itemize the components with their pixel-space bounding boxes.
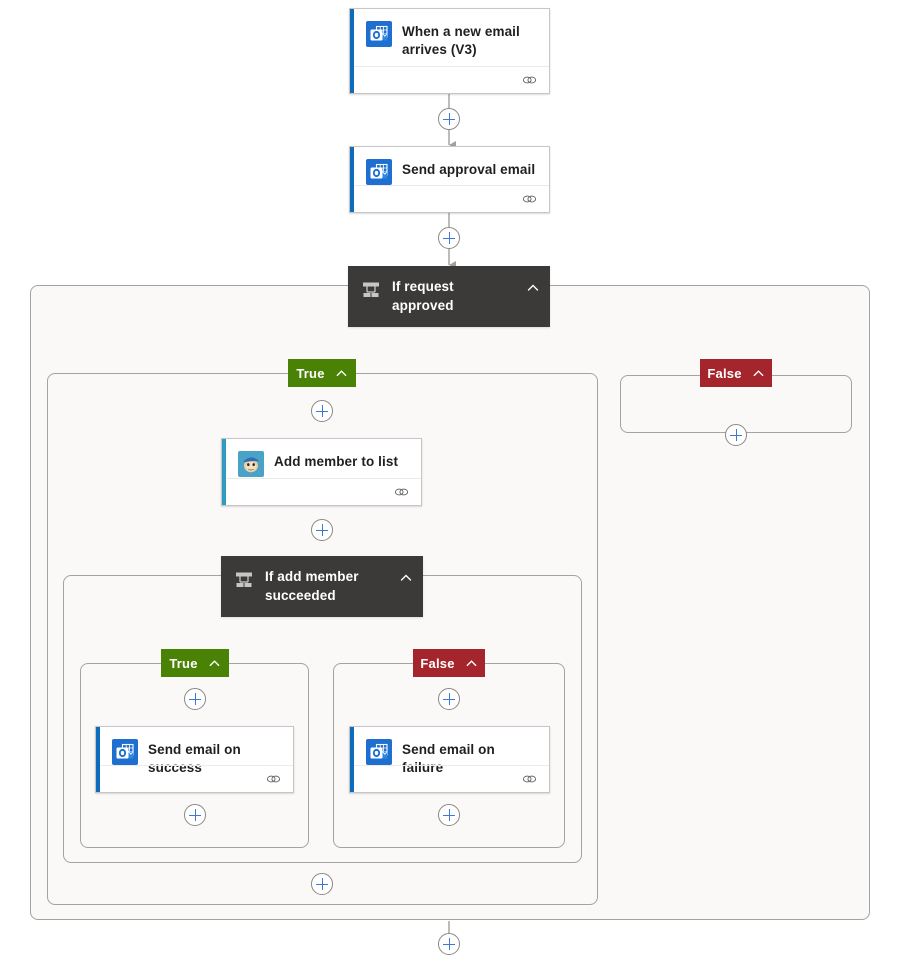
card-send-approval-email[interactable]: Send approval email [349, 146, 550, 213]
link-icon[interactable] [266, 773, 281, 785]
card-title: Send approval email [402, 162, 536, 177]
add-button-after-trigger[interactable] [438, 108, 460, 130]
add-button-outer-true-bottom[interactable] [311, 873, 333, 895]
card-title: Send email on success [148, 742, 241, 775]
condition-icon [363, 282, 379, 297]
add-button-after-condition[interactable] [438, 933, 460, 955]
add-button-after-send-approval[interactable] [438, 227, 460, 249]
condition-title: If request approved [392, 279, 454, 313]
card-title: When a new email arrives (V3) [402, 24, 520, 57]
branch-badge-inner-true[interactable]: True [161, 649, 229, 677]
mailchimp-icon [238, 451, 264, 477]
card-footer [354, 765, 549, 792]
card-send-email-on-failure[interactable]: Send email on failure [349, 726, 550, 793]
branch-label: False [420, 655, 455, 671]
branch-badge-outer-false[interactable]: False [700, 359, 772, 387]
branch-label: True [169, 655, 198, 671]
card-accent-bar [350, 727, 354, 792]
add-button-inner-true-top[interactable] [184, 688, 206, 710]
branch-badge-inner-false[interactable]: False [413, 649, 485, 677]
card-footer [354, 185, 549, 212]
link-icon[interactable] [522, 773, 537, 785]
outlook-icon [366, 21, 392, 47]
condition-header-if-request-approved[interactable]: If request approved [348, 266, 550, 327]
card-title: Add member to list [274, 454, 399, 469]
add-button-after-add-member[interactable] [311, 519, 333, 541]
outlook-icon [366, 159, 392, 185]
link-icon[interactable] [394, 486, 409, 498]
chevron-up-icon[interactable] [335, 367, 348, 380]
card-send-email-on-success[interactable]: Send email on success [95, 726, 294, 793]
branch-label: True [296, 365, 325, 381]
card-when-a-new-email-arrives[interactable]: When a new email arrives (V3) [349, 8, 550, 94]
card-footer [226, 478, 421, 505]
chevron-up-icon[interactable] [399, 571, 413, 585]
card-accent-bar [222, 439, 226, 505]
chevron-up-icon[interactable] [752, 367, 765, 380]
outlook-icon [366, 739, 392, 765]
condition-icon [236, 572, 252, 587]
add-button-inner-false-bottom[interactable] [438, 804, 460, 826]
card-title: Send email on failure [402, 742, 495, 775]
chevron-up-icon[interactable] [526, 281, 540, 295]
chevron-up-icon[interactable] [465, 657, 478, 670]
branch-badge-outer-true[interactable]: True [288, 359, 356, 387]
add-button-inner-false-top[interactable] [438, 688, 460, 710]
add-button-inner-true-bottom[interactable] [184, 804, 206, 826]
link-icon[interactable] [522, 74, 537, 86]
link-icon[interactable] [522, 193, 537, 205]
add-button-outer-true-top[interactable] [311, 400, 333, 422]
card-accent-bar [96, 727, 100, 792]
chevron-up-icon[interactable] [208, 657, 221, 670]
condition-title: If add member succeeded [265, 569, 359, 603]
condition-header-if-add-member-succeeded[interactable]: If add member succeeded [221, 556, 423, 617]
card-add-member-to-list[interactable]: Add member to list [221, 438, 422, 506]
card-footer [354, 66, 549, 93]
add-button-outer-false-branch[interactable] [725, 424, 747, 446]
card-accent-bar [350, 9, 354, 93]
branch-label: False [707, 365, 742, 381]
card-accent-bar [350, 147, 354, 212]
card-footer [100, 765, 293, 792]
outlook-icon [112, 739, 138, 765]
